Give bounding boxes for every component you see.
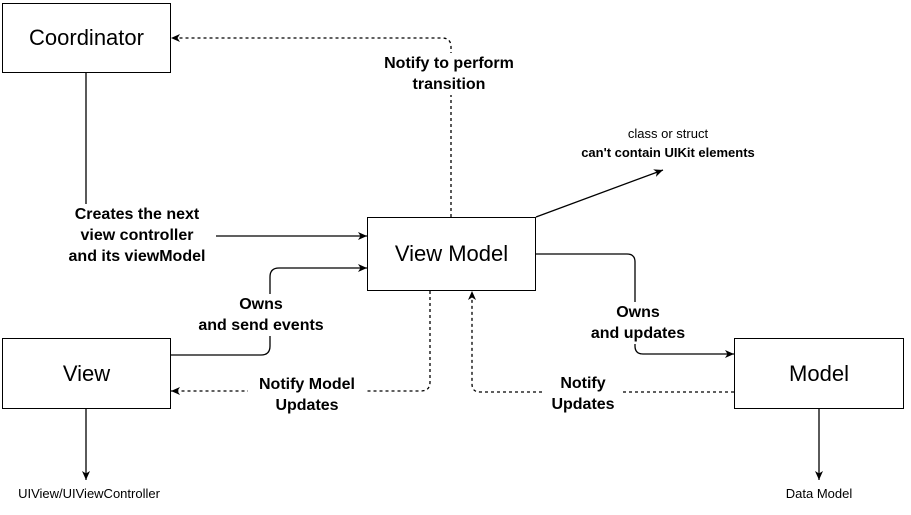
notify-transition-line-2: transition (412, 76, 486, 93)
notify-model-updates-line-2: Updates (275, 397, 339, 414)
owns-updates-line-2: and updates (590, 325, 686, 342)
cant-contain-uikit-text: can't contain UIKit elements (581, 145, 755, 160)
edge-notify-model-updates (171, 291, 431, 395)
notify-transition-label: Notify to perform transition (372, 53, 526, 95)
edge-notify-updates (468, 291, 734, 393)
view-node: View (2, 338, 171, 409)
owns-updates-label: Owns and updates (582, 302, 694, 344)
creates-next-line-3: and its viewModel (68, 248, 206, 265)
uiview-controller-text: UIView/UIViewController (18, 486, 160, 501)
data-model-label: Data Model (769, 484, 869, 503)
creates-next-label: Creates the next view controller and its… (58, 204, 216, 267)
owns-send-events-label: Owns and send events (186, 294, 336, 336)
constraint-note: class or struct can't contain UIKit elem… (557, 124, 779, 162)
model-node: Model (734, 338, 904, 409)
edge-to-constraint-note (535, 169, 664, 218)
notify-transition-line-1: Notify to perform (384, 55, 514, 72)
data-model-text: Data Model (785, 486, 853, 501)
notify-updates-label: Notify Updates (545, 373, 621, 415)
model-label: Model (789, 360, 849, 386)
creates-next-line-2: view controller (80, 227, 194, 244)
coordinator-node: Coordinator (2, 3, 171, 73)
owns-send-events-line-2: and send events (198, 317, 324, 334)
coordinator-label: Coordinator (29, 25, 144, 50)
uiview-controller-label: UIView/UIViewController (0, 484, 178, 503)
creates-next-line-1: Creates the next (74, 206, 200, 223)
edge-notify-transition (171, 34, 452, 217)
view-label: View (62, 360, 111, 386)
notify-model-updates-line-1: Notify Model (259, 376, 355, 393)
owns-updates-line-1: Owns (616, 304, 660, 321)
owns-send-events-line-1: Owns (239, 296, 283, 313)
view-model-node: View Model (367, 217, 536, 291)
notify-model-updates-label: Notify Model Updates (248, 374, 366, 416)
notify-updates-line-2: Updates (551, 396, 615, 413)
view-model-label: View Model (394, 241, 509, 266)
class-or-struct-text: class or struct (627, 126, 709, 141)
notify-updates-line-1: Notify (560, 375, 606, 392)
